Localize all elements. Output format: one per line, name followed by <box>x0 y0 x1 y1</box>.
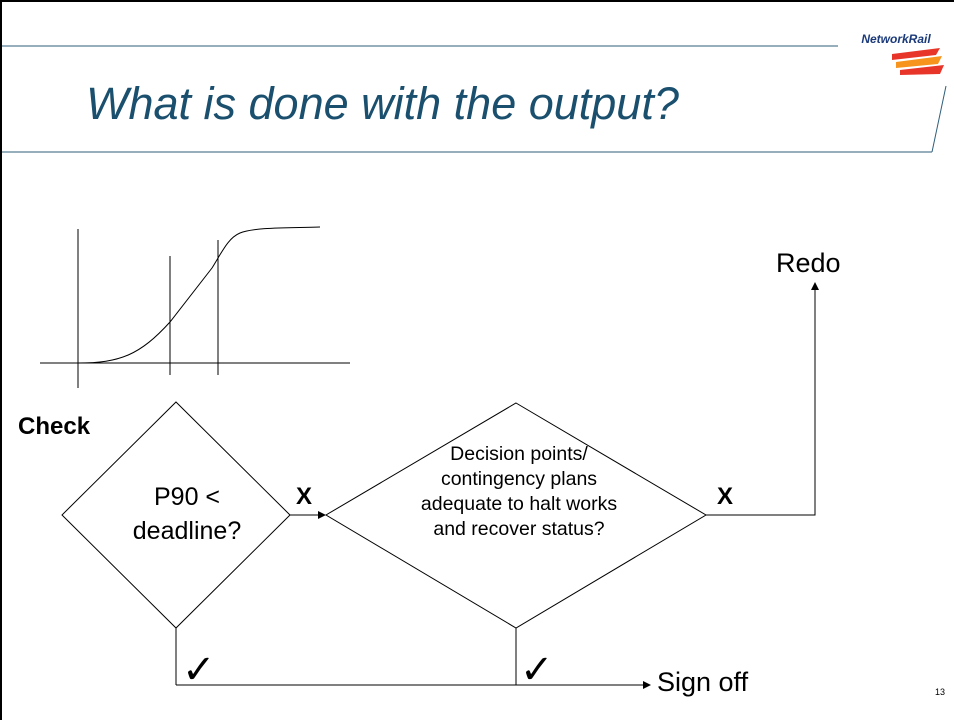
contingency-decision-text: Decision points/ contingency plans adequ… <box>420 443 618 540</box>
p90-decision-text: P90 < deadline? <box>132 483 242 545</box>
tick-icon: ✓ <box>182 648 216 692</box>
title-slant-rule <box>931 85 947 153</box>
slide-title: What is done with the output? <box>86 78 679 129</box>
connector-to-redo <box>706 282 819 516</box>
s-curve <box>77 226 321 364</box>
tick-icon: ✓ <box>520 648 554 692</box>
no-label-1: X <box>296 483 313 510</box>
page-number: 13 <box>935 687 946 697</box>
sign-off-label: Sign off <box>657 667 749 697</box>
s-curve-graph <box>40 226 350 388</box>
redo-label: Redo <box>776 248 841 278</box>
logo-wordmark: NetworkRail <box>861 32 931 46</box>
slide-left-border <box>0 0 2 720</box>
title-frame <box>2 45 947 153</box>
slide-top-border <box>0 0 954 2</box>
logo-stripes-icon <box>892 48 944 75</box>
network-rail-logo: NetworkRail <box>840 28 952 80</box>
check-label: Check <box>18 413 91 440</box>
no-label-2: X <box>717 483 734 510</box>
